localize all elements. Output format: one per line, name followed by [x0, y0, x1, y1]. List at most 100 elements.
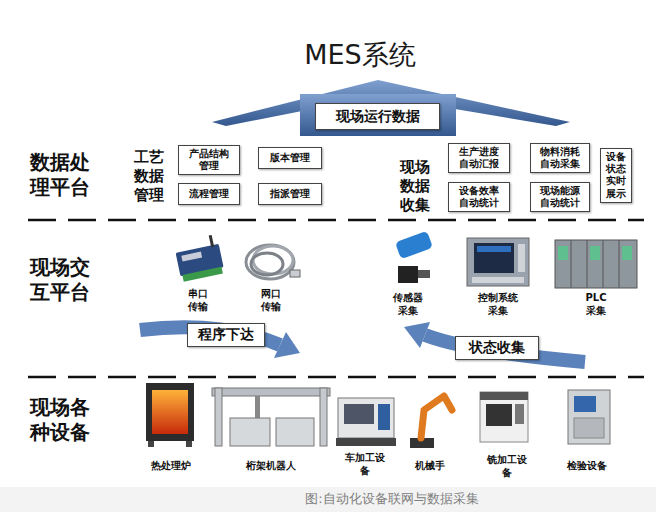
sensor-probe: [418, 270, 430, 278]
plc-rack: [555, 240, 637, 288]
sensor-probe: [398, 266, 418, 283]
group-label: 工艺数据管理: [134, 148, 168, 204]
mill-top: [480, 392, 528, 400]
device-caption: 网口传输: [259, 288, 283, 313]
panel-screen-bar: [477, 246, 511, 252]
up-arrow-band: [425, 335, 585, 362]
device-caption: 车加工设备: [344, 452, 386, 477]
down-arrow-head: [274, 332, 300, 358]
inspect-body: [568, 390, 610, 444]
process-box: 版本管理: [258, 147, 322, 169]
collect-box: 设备状态实时展示: [600, 148, 632, 203]
gantry-robot: [212, 388, 330, 446]
caption-bar: [0, 487, 656, 512]
milling-machine: [480, 392, 528, 442]
process-box: 产品结构管理: [178, 145, 240, 175]
lathe-window: [344, 404, 374, 424]
inspect-chamber: [574, 418, 604, 438]
figure-caption: 图:自动化设备联网与数据采集: [200, 491, 584, 507]
box-text: 设备效率自动统计: [459, 185, 499, 209]
platform-label: 数据处理平台: [30, 150, 94, 200]
serial-device: [173, 234, 224, 282]
gantry-arm: [255, 396, 260, 418]
separator-line: [28, 219, 644, 222]
box-text: 版本管理: [270, 152, 310, 164]
panel-screen: [474, 243, 514, 273]
roof-stem: [300, 94, 456, 136]
separator-line: [28, 376, 644, 379]
gantry-machine: [276, 418, 314, 446]
serial-plate: [181, 252, 202, 262]
furnace-leg: [148, 441, 154, 447]
box-text: 现场运行数据: [336, 108, 420, 125]
arm-link: [421, 396, 452, 438]
plc-divider: [571, 240, 572, 288]
inspect-screen: [574, 396, 596, 412]
data-box: 现场运行数据: [315, 103, 440, 130]
box-text: 产品结构管理: [189, 148, 229, 172]
process-box: 指派管理: [258, 183, 322, 205]
panel-buttons: [518, 244, 525, 272]
diagram-title: MES系统: [270, 38, 450, 72]
device-caption: 桁架机器人: [240, 460, 302, 473]
device-caption: 传感器采集: [392, 292, 424, 317]
box-text: 现场能源自动统计: [540, 185, 580, 209]
sensor: [395, 231, 433, 283]
group-label: 现场数据收集: [400, 158, 434, 214]
network-cable: [246, 245, 300, 279]
box-text: 程序下达: [198, 326, 254, 343]
gantry-machine: [230, 418, 270, 446]
box-text: 生产进度自动汇报: [459, 146, 499, 170]
process-box: 流程管理: [178, 183, 240, 205]
plc-led: [558, 246, 568, 260]
arrow-label-box: 程序下达: [187, 323, 265, 347]
device-caption: 控制系统采集: [477, 292, 519, 317]
arrow-label-box: 状态收集: [455, 336, 539, 360]
sensor-body: [395, 231, 433, 260]
gantry-post: [215, 388, 222, 446]
up-arrow-head: [404, 322, 430, 348]
device-caption: PLC采集: [582, 292, 610, 317]
plc-led: [622, 246, 632, 260]
platform-label: 现场各种设备: [30, 395, 94, 445]
platform-label: 现场交互平台: [30, 255, 94, 305]
box-text: 设备状态实时展示: [606, 151, 626, 200]
furnace: [146, 383, 194, 447]
plc-led: [590, 246, 600, 260]
box-text: 流程管理: [189, 188, 229, 200]
device-caption: 串口传输: [186, 288, 210, 313]
plc-divider: [603, 240, 604, 288]
furnace-leg: [186, 441, 192, 447]
box-text: 物料消耗自动采集: [540, 146, 580, 170]
lathe-panel: [378, 404, 390, 430]
furnace-frame: [146, 383, 194, 441]
gantry-beam: [212, 388, 330, 396]
plc-body: [555, 240, 637, 288]
mill-window: [486, 404, 512, 426]
cable-coil: [253, 246, 293, 274]
device-caption: 检验设备: [562, 460, 612, 473]
gantry-post: [320, 388, 327, 446]
collect-box: 设备效率自动统计: [448, 182, 510, 212]
device-caption: 热处理炉: [146, 460, 196, 473]
control-panel: [467, 238, 529, 286]
lathe-base: [336, 438, 396, 446]
lathe-body: [338, 398, 394, 438]
panel-frame: [467, 238, 529, 286]
collect-box: 生产进度自动汇报: [448, 143, 510, 173]
inspection-device: [568, 390, 610, 444]
cable-coil: [246, 245, 294, 279]
cable-plug: [290, 270, 300, 277]
robot-arm: [410, 396, 452, 448]
mill-panel: [515, 404, 524, 424]
box-text: 指派管理: [270, 188, 310, 200]
furnace-fire: [152, 390, 188, 434]
collect-box: 现场能源自动统计: [530, 182, 590, 212]
serial-antenna: [209, 235, 214, 247]
lathe: [336, 398, 396, 446]
cable-coil: [251, 253, 283, 275]
panel-keys: [472, 277, 524, 283]
